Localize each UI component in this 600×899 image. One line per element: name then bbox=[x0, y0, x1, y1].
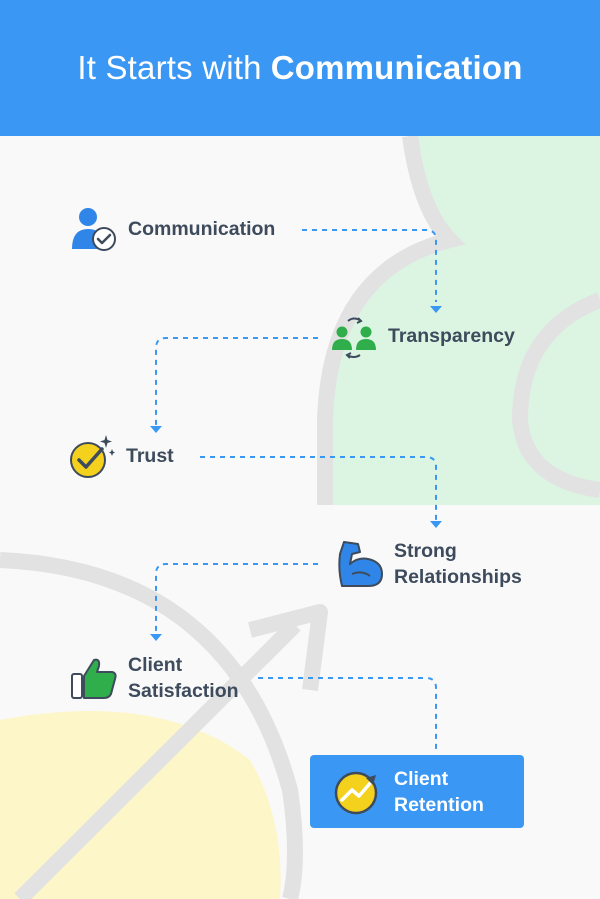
connector-5 bbox=[258, 677, 437, 752]
step-client-satisfaction: Client Satisfaction bbox=[70, 652, 239, 704]
header-title-regular: It Starts with bbox=[77, 49, 262, 86]
step-trust: Trust bbox=[68, 432, 174, 480]
bg-gray-diagonal bbox=[14, 619, 301, 899]
bg-gray-arrowhead bbox=[248, 604, 328, 692]
header-title-bold: Communication bbox=[270, 49, 523, 86]
check-badge-icon bbox=[68, 432, 116, 480]
connector-4-arrowhead bbox=[150, 634, 162, 641]
step-label: Client Satisfaction bbox=[128, 654, 239, 702]
connector-3 bbox=[200, 456, 437, 520]
step-transparency: Transparency bbox=[330, 312, 515, 360]
flexed-arm-icon bbox=[336, 540, 384, 588]
people-exchange-icon bbox=[330, 312, 378, 360]
connector-4 bbox=[155, 563, 318, 633]
step-communication: Communication bbox=[70, 205, 275, 253]
bg-gray-circle bbox=[0, 552, 303, 899]
bg-green-shape bbox=[325, 136, 600, 505]
connector-1-arrowhead bbox=[430, 306, 442, 313]
bg-gray-arc bbox=[317, 136, 466, 505]
step-strong-relationships: Strong Relationships bbox=[336, 538, 522, 590]
growth-chart-icon bbox=[332, 767, 382, 817]
chat-person-icon bbox=[70, 205, 118, 253]
final-label: Client Retention bbox=[394, 767, 484, 816]
step-client-retention: Client Retention bbox=[310, 755, 524, 828]
connector-3-arrowhead bbox=[430, 521, 442, 528]
background-decoration bbox=[0, 136, 600, 899]
connector-2-arrowhead bbox=[150, 426, 162, 433]
page-header: It Starts with Communication bbox=[0, 0, 600, 136]
step-label: Strong Relationships bbox=[394, 540, 522, 588]
bg-gray-arc-right bbox=[511, 292, 600, 498]
step-label: Communication bbox=[128, 218, 276, 240]
connector-2 bbox=[155, 337, 318, 425]
step-label: Transparency bbox=[388, 325, 515, 347]
thumbs-up-icon bbox=[70, 654, 118, 702]
connector-1 bbox=[302, 229, 437, 302]
step-label: Trust bbox=[126, 445, 174, 467]
